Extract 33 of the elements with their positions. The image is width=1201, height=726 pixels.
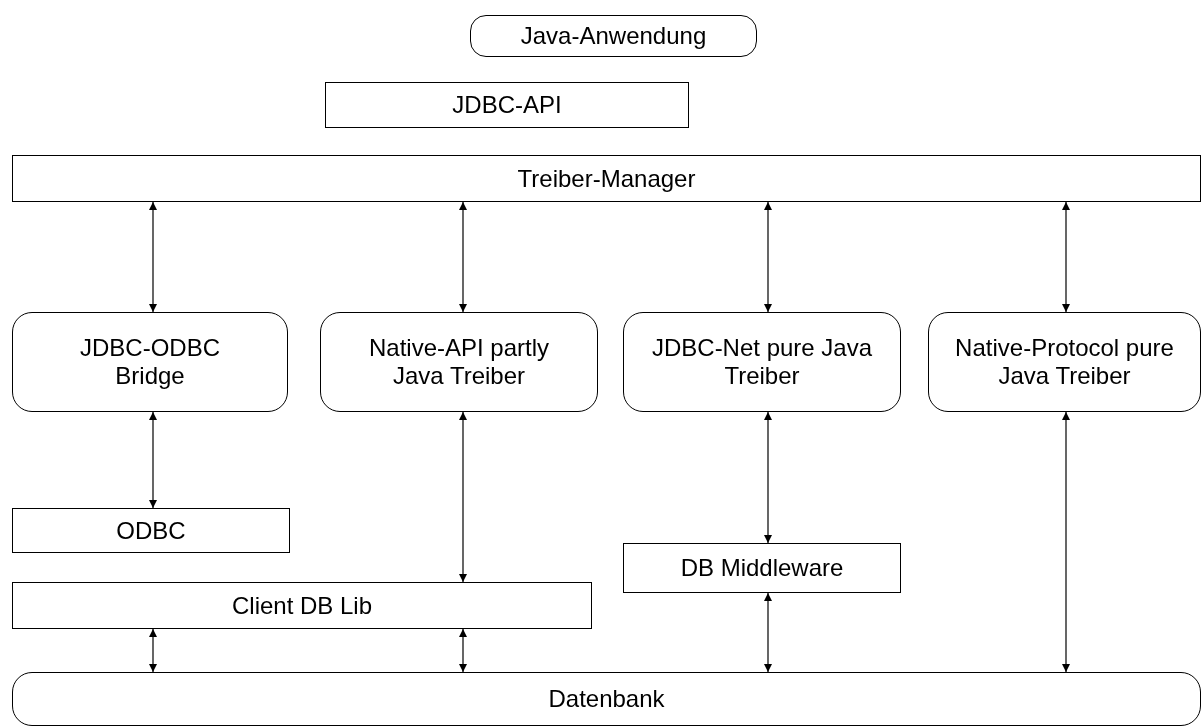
node-label: JDBC-ODBC Bridge xyxy=(79,334,221,390)
layer-bar xyxy=(12,582,592,629)
rounded-box xyxy=(320,312,598,412)
node-label: ODBC xyxy=(116,516,186,545)
node-label: DB Middleware xyxy=(680,554,844,582)
layer-bar xyxy=(12,155,1201,202)
layer-box xyxy=(325,82,689,128)
arrow xyxy=(1062,201,1070,313)
node-label: Native-Protocol pure Java Treiber xyxy=(954,334,1175,390)
rounded-box xyxy=(623,312,901,412)
node-label: Client DB Lib xyxy=(231,591,373,620)
arrow xyxy=(764,201,772,313)
node-label: Treiber-Manager xyxy=(517,164,696,193)
arrow xyxy=(149,411,157,509)
arrow xyxy=(149,201,157,313)
rounded-bar xyxy=(12,672,1201,726)
arrow xyxy=(764,411,772,544)
arrow xyxy=(764,592,772,673)
node-label: Java-Anwendung xyxy=(520,22,707,50)
layer-box xyxy=(12,508,290,553)
node-label: Datenbank xyxy=(548,685,665,713)
rounded-box xyxy=(928,312,1201,412)
layer-box xyxy=(623,543,901,593)
rounded-box xyxy=(12,312,288,412)
node-label: Native-API partly Java Treiber xyxy=(367,334,551,390)
rounded-box xyxy=(470,15,757,57)
arrow xyxy=(459,411,467,583)
arrow xyxy=(149,628,157,673)
arrow xyxy=(459,628,467,673)
arrow xyxy=(1062,411,1070,673)
node-label: JDBC-Net pure Java Treiber xyxy=(650,334,874,390)
arrow xyxy=(459,201,467,313)
node-label: JDBC-API xyxy=(452,91,562,119)
